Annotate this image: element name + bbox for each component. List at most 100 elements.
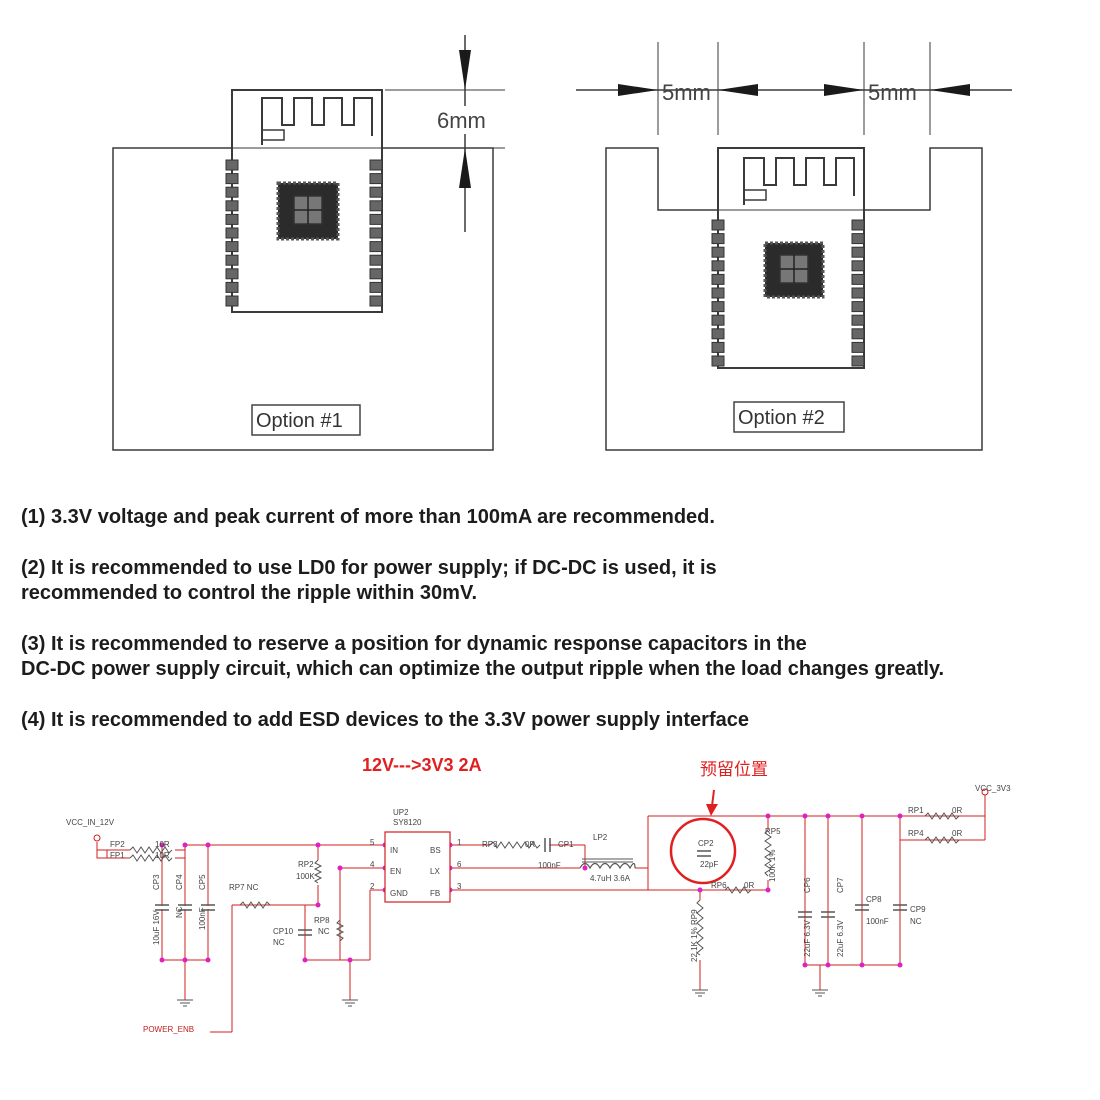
- cp6-label: CP6: [803, 877, 812, 893]
- rp4-resistor: [924, 836, 960, 844]
- ground-icon: [812, 989, 828, 997]
- vcc-out-port-icon: [981, 788, 989, 796]
- module-pad: [225, 281, 239, 293]
- cp2-label: CP2: [698, 839, 714, 848]
- module-pad: [369, 213, 383, 225]
- recommendation-notes: (1) 3.3V voltage and peak current of mor…: [21, 505, 1096, 759]
- module-pad: [369, 254, 383, 266]
- note-2: (2) It is recommended to use LD0 for pow…: [21, 556, 1096, 606]
- right-clearance-label: 5mm: [868, 80, 917, 105]
- cp4-label: CP4: [175, 874, 184, 890]
- cp8-label: CP8: [866, 895, 882, 904]
- ic-pin-num: 4: [370, 860, 375, 869]
- cp2-value: 22pF: [700, 860, 718, 869]
- cp7-value: 22uF 6.3V: [836, 919, 845, 957]
- left-clearance-label: 5mm: [662, 80, 711, 105]
- rp1-label: RP1: [908, 806, 924, 815]
- ic-pin-num: 1: [457, 838, 462, 847]
- note-line: (3) It is recommended to reserve a posit…: [21, 633, 807, 655]
- cp3-label: CP3: [152, 874, 161, 890]
- ground-icon: [177, 999, 193, 1007]
- option-1-antenna-icon: [261, 97, 373, 145]
- module-pad: [225, 213, 239, 225]
- module-pad: [851, 341, 865, 353]
- ic-pin-name: GND: [390, 889, 408, 898]
- rp4-label: RP4: [908, 829, 924, 838]
- option-2-label: Option #2: [738, 407, 825, 429]
- rp5-label: RP5: [765, 827, 781, 836]
- module-pad: [711, 355, 725, 367]
- module-pad: [851, 260, 865, 272]
- rp9-resistor: [696, 899, 704, 956]
- rp1-value: 0R: [952, 806, 962, 815]
- module-pad: [711, 219, 725, 231]
- module-pad: [851, 287, 865, 299]
- ground-icon: [342, 999, 358, 1007]
- module-pad: [851, 233, 865, 245]
- module-pad: [369, 227, 383, 239]
- note-line: recommended to control the ripple within…: [21, 582, 478, 604]
- schematic-title: 12V--->3V3 2A: [362, 755, 482, 775]
- note-3: (3) It is recommended to reserve a posit…: [21, 632, 1096, 682]
- note-line: (4) It is recommended to add ESD devices…: [21, 709, 749, 731]
- note-1: (1) 3.3V voltage and peak current of mor…: [21, 505, 1096, 530]
- rp5-resistor: [764, 829, 772, 877]
- module-pad: [225, 159, 239, 171]
- power-schematic: 12V--->3V3 2A 预留位置: [66, 755, 1011, 1034]
- rp3-value: 0R: [525, 840, 535, 849]
- rp8-label: RP8: [314, 916, 330, 925]
- module-pad: [851, 301, 865, 313]
- ic-pin-num: 3: [457, 882, 462, 891]
- cp1-value: 100nF: [538, 861, 561, 870]
- cp10-label: CP10: [273, 927, 294, 936]
- ground-icon: [692, 989, 708, 997]
- option-1-label: Option #1: [256, 410, 343, 432]
- module-pad: [369, 295, 383, 307]
- cp7-label: CP7: [836, 877, 845, 893]
- module-pad: [711, 287, 725, 299]
- option-2-antenna-icon: [743, 157, 855, 205]
- cp5-capacitor: [201, 904, 215, 911]
- lp2-label: LP2: [593, 833, 608, 842]
- reserved-position-label: 预留位置: [700, 760, 768, 779]
- module-pad: [369, 173, 383, 185]
- net-vout: VCC_3V3: [975, 784, 1011, 793]
- net-enable: POWER_ENB: [143, 1025, 194, 1034]
- cp10-capacitor: [298, 929, 312, 936]
- rp6-resistor: [724, 886, 752, 894]
- module-pad: [369, 268, 383, 280]
- module-pad: [711, 273, 725, 285]
- ic-pin-num: 6: [457, 860, 462, 869]
- cp4-value: NC: [175, 906, 184, 918]
- rp9-label: RP9: [690, 909, 699, 925]
- module-pad: [225, 241, 239, 253]
- module-pad: [369, 186, 383, 198]
- module-pad: [711, 314, 725, 326]
- net-vin: VCC_IN_12V: [66, 818, 115, 827]
- rp4-value: 0R: [952, 829, 962, 838]
- ic-pin-name: IN: [390, 846, 398, 855]
- cp9-label: CP9: [910, 905, 926, 914]
- rp8-resistor: [335, 919, 345, 942]
- fp2-value: 10R: [155, 840, 170, 849]
- cp3-value: 10uF 16V: [152, 910, 161, 945]
- ic-pin-name: FB: [430, 889, 440, 898]
- module-pad: [711, 233, 725, 245]
- reserved-position-circle: [669, 817, 737, 885]
- module-pad: [225, 254, 239, 266]
- cp9-capacitor: [893, 904, 907, 911]
- module-pad: [711, 301, 725, 313]
- vcc-in-port-icon: [93, 834, 101, 842]
- module-pad: [369, 159, 383, 171]
- cp10-value: NC: [273, 938, 285, 947]
- note-line: DC-DC power supply circuit, which can op…: [21, 658, 945, 680]
- note-line: (2) It is recommended to use LD0 for pow…: [21, 557, 717, 579]
- rp2-resistor: [313, 859, 323, 884]
- cp3-capacitor: [155, 904, 169, 911]
- rp9-value: 22.1K 1%: [690, 927, 699, 962]
- ic-pin-name: BS: [430, 846, 441, 855]
- ic-pin-name: LX: [430, 867, 440, 876]
- rp7-resistor: [239, 901, 271, 909]
- module-pad: [851, 273, 865, 285]
- rp3-label: RP3: [482, 840, 498, 849]
